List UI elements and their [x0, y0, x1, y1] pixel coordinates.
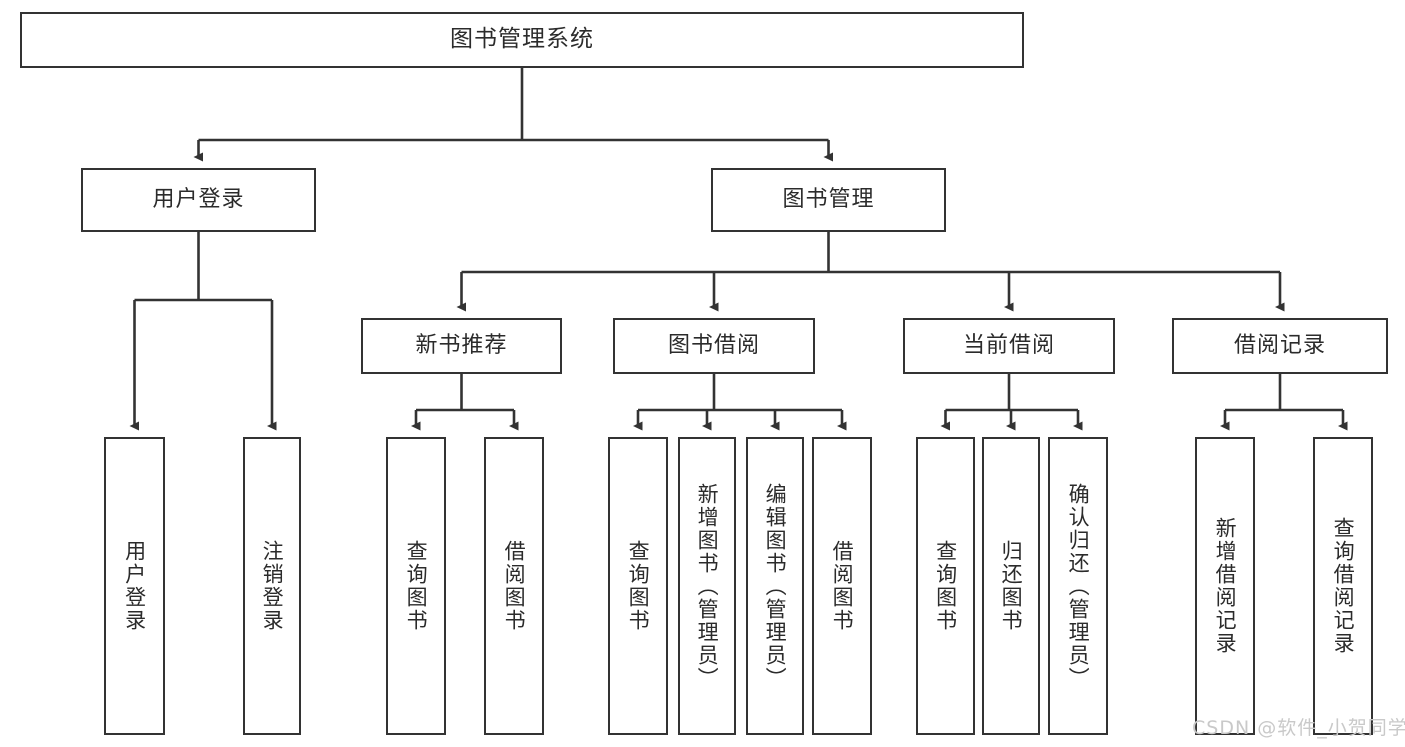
node-leaf-query-record[interactable]: 查询借阅记录	[1313, 437, 1373, 735]
node-borrow-record-label: 借阅记录	[1233, 332, 1326, 358]
node-current-borrow-label: 当前借阅	[962, 332, 1055, 358]
node-leaf-logout[interactable]: 注销登录	[243, 437, 301, 735]
watermark: CSDN @软件_小贺同学	[1192, 717, 1405, 739]
node-leaf-add-record-label: 新增借阅记录	[1213, 517, 1238, 655]
node-leaf-borrow-book-1-label: 借阅图书	[502, 540, 527, 632]
node-leaf-query-book-1-label: 查询图书	[404, 540, 429, 632]
node-leaf-return-book[interactable]: 归还图书	[982, 437, 1040, 735]
node-leaf-user-login-label: 用户登录	[122, 540, 147, 632]
node-book-manage[interactable]: 图书管理	[711, 168, 946, 232]
node-leaf-add-book[interactable]: 新增图书（管理员）	[678, 437, 736, 735]
node-leaf-user-login[interactable]: 用户登录	[104, 437, 165, 735]
node-book-manage-label: 图书管理	[782, 186, 875, 212]
node-root[interactable]: 图书管理系统	[20, 12, 1024, 68]
node-leaf-edit-book[interactable]: 编辑图书（管理员）	[746, 437, 804, 735]
node-new-book-recommend-label: 新书推荐	[415, 332, 508, 358]
node-borrow-record[interactable]: 借阅记录	[1172, 318, 1388, 374]
node-leaf-add-book-label: 新增图书（管理员）	[695, 482, 720, 690]
node-leaf-query-book-2-label: 查询图书	[626, 540, 651, 632]
node-leaf-query-book-3[interactable]: 查询图书	[916, 437, 975, 735]
node-leaf-edit-book-label: 编辑图书（管理员）	[763, 482, 788, 690]
node-leaf-confirm-return-label: 确认归还（管理员）	[1066, 482, 1091, 690]
node-leaf-query-record-label: 查询借阅记录	[1331, 517, 1356, 655]
node-book-borrow[interactable]: 图书借阅	[613, 318, 815, 374]
node-leaf-logout-label: 注销登录	[260, 540, 285, 632]
node-leaf-borrow-book-2[interactable]: 借阅图书	[812, 437, 872, 735]
node-root-label: 图书管理系统	[450, 26, 594, 53]
node-leaf-query-book-1[interactable]: 查询图书	[386, 437, 446, 735]
node-leaf-query-book-3-label: 查询图书	[933, 540, 958, 632]
node-book-borrow-label: 图书借阅	[667, 332, 760, 358]
node-leaf-add-record[interactable]: 新增借阅记录	[1195, 437, 1255, 735]
node-new-book-recommend[interactable]: 新书推荐	[361, 318, 562, 374]
node-leaf-return-book-label: 归还图书	[999, 540, 1024, 632]
node-leaf-query-book-2[interactable]: 查询图书	[608, 437, 668, 735]
node-user-login-label: 用户登录	[152, 186, 245, 212]
node-user-login[interactable]: 用户登录	[81, 168, 316, 232]
node-current-borrow[interactable]: 当前借阅	[903, 318, 1115, 374]
node-leaf-borrow-book-2-label: 借阅图书	[830, 540, 855, 632]
node-leaf-borrow-book-1[interactable]: 借阅图书	[484, 437, 544, 735]
node-leaf-confirm-return[interactable]: 确认归还（管理员）	[1048, 437, 1108, 735]
